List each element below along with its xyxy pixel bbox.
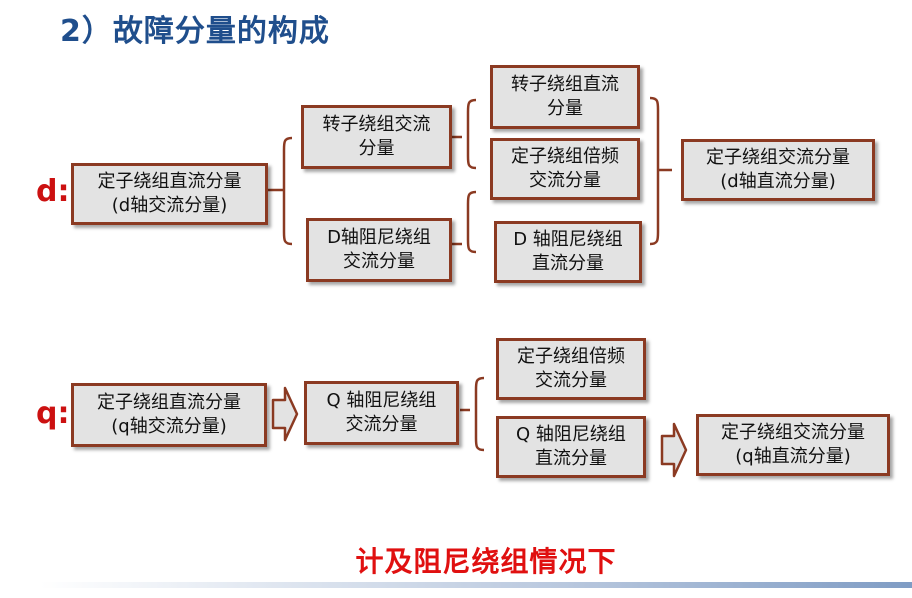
box-line: D轴阻尼绕组 — [327, 227, 431, 248]
d-rotor-ac-box: 转子绕组交流分量 — [301, 105, 452, 169]
d-stator-ac-box: 定子绕组交流分量 (d轴直流分量) — [681, 139, 875, 201]
box-line: 交流分量 — [345, 414, 418, 435]
box-line: 定子绕组直流分量 — [97, 171, 242, 192]
q-arrow-1 — [271, 386, 299, 442]
d-brace-2 — [452, 98, 477, 170]
box-line: 转子绕组交流 — [322, 114, 431, 135]
box-line: 定子绕组交流分量 — [721, 422, 865, 443]
box-line: (q轴直流分量) — [735, 446, 851, 467]
box-line: 直流分量 — [534, 448, 607, 469]
box-line: 交流分量 — [535, 370, 607, 391]
q-stator-ac-box: 定子绕组交流分量 (q轴直流分量) — [696, 414, 890, 476]
d-stator-double-freq-box: 定子绕组倍频交流分量 — [490, 138, 640, 200]
footer-caption: 计及阻尼绕组情况下 — [355, 545, 617, 578]
bottom-decoration-bar — [40, 582, 912, 588]
d-brace-3 — [452, 190, 477, 254]
d-stator-dc-box: 定子绕组直流分量 (d轴交流分量) — [71, 163, 268, 225]
box-line: 定子绕组倍频 — [511, 146, 619, 167]
box-line: 定子绕组倍频 — [517, 346, 625, 367]
box-line: D 轴阻尼绕组 — [513, 229, 623, 250]
d-damper-dc-box: D 轴阻尼绕组直流分量 — [494, 221, 642, 283]
q-stator-dc-box: 定子绕组直流分量 (q轴交流分量) — [71, 383, 267, 447]
d-rotor-dc-box: 转子绕组直流分量 — [490, 65, 640, 129]
q-arrow-2 — [660, 422, 688, 478]
box-line: 转子绕组直流 — [511, 74, 619, 95]
box-line: Q 轴阻尼绕组 — [326, 390, 437, 411]
box-line: (d轴交流分量) — [111, 195, 228, 216]
d-brace-4 — [649, 96, 672, 246]
q-damper-ac-box: Q 轴阻尼绕组交流分量 — [304, 381, 459, 445]
box-line: (q轴交流分量) — [111, 416, 227, 437]
box-line: 定子绕组交流分量 — [706, 147, 850, 168]
box-line: (d轴直流分量) — [720, 171, 836, 192]
box-line: Q 轴阻尼绕组 — [516, 424, 626, 445]
q-damper-dc-box: Q 轴阻尼绕组直流分量 — [496, 416, 646, 478]
box-line: 分量 — [547, 98, 583, 119]
page-title: 2）故障分量的构成 — [60, 14, 330, 49]
d-damper-ac-box: D轴阻尼绕组交流分量 — [306, 218, 452, 282]
d-axis-label: d: — [36, 174, 70, 209]
box-line: 交流分量 — [343, 251, 415, 272]
box-line: 分量 — [358, 138, 395, 159]
q-stator-double-freq-box: 定子绕组倍频交流分量 — [496, 338, 646, 400]
box-line: 直流分量 — [532, 253, 604, 274]
q-brace-1 — [460, 376, 485, 452]
q-axis-label: q: — [36, 396, 70, 431]
box-line: 交流分量 — [529, 170, 601, 191]
box-line: 定子绕组直流分量 — [97, 392, 241, 413]
